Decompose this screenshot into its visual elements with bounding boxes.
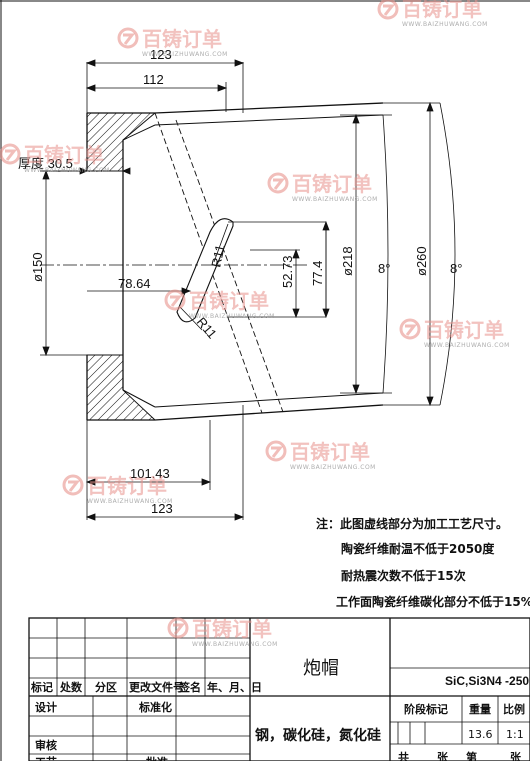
watermark-url: WWW.BAIZHUWANG.COM [292, 196, 378, 203]
tb-design: 设计 [35, 700, 57, 714]
watermark-center: 百铸订单 WWW.BAIZHUWANG.COM [267, 172, 378, 203]
tb-material-name: 钢，碳化硅，氮化硅 [255, 727, 381, 744]
tb-scale: 比例 [503, 702, 525, 716]
tb-sheet-total: 共 [398, 750, 409, 761]
note-line-2: 陶瓷纤维耐温不低于2050度 [341, 541, 495, 556]
tb-review: 审核 [35, 738, 57, 752]
tb-header-mark: 标记 [30, 680, 53, 694]
watermark-url: WWW.BAIZHUWANG.COM [24, 167, 110, 174]
watermark-brand: 百铸订单 [24, 143, 104, 167]
dimension-lines [40, 59, 456, 521]
watermark-url: WWW.BAIZHUWANG.COM [189, 313, 275, 320]
dim-inner-angle: 8° [378, 261, 390, 276]
watermark-url: WWW.BAIZHUWANG.COM [142, 51, 228, 58]
watermarks: 百铸订单 WWW.BAIZHUWANG.COM 百铸订单 WWW.BAIZHUW… [0, 0, 510, 648]
tb-scale-value: 1:1 [506, 728, 524, 741]
dim-left-diameter: ø150 [30, 252, 45, 282]
title-block [28, 617, 530, 761]
watermark-top: 百铸订单 WWW.BAIZHUWANG.COM [377, 0, 488, 28]
tb-standardization: 标准化 [138, 700, 172, 714]
title-block-text: 标记 处数 分区 更改文件号 签名 年、月、日 设计 标准化 审核 工艺 批准 … [30, 658, 530, 761]
watermark-url: WWW.BAIZHUWANG.COM [192, 641, 278, 648]
watermark-brand: 百铸订单 [189, 289, 269, 313]
tb-part-name: 炮帽 [303, 658, 339, 679]
watermark-brand: 百铸订单 [290, 440, 370, 464]
dim-inner-length: 78.64 [118, 276, 151, 291]
note-line-1: 注：此图虚线部分为加工工艺尺寸。 [316, 516, 508, 531]
tb-header-signature: 签名 [178, 680, 201, 694]
tb-weight-value: 13.6 [468, 728, 493, 741]
dim-slot-radius-upper: R11 [208, 243, 227, 269]
watermark-brand: 百铸订单 [192, 617, 272, 641]
watermark-lower: 百铸订单 WWW.BAIZHUWANG.COM [265, 440, 376, 471]
technical-notes: 注：此图虚线部分为加工工艺尺寸。 陶瓷纤维耐温不低于2050度 耐热震次数不低于… [316, 516, 530, 609]
tb-sheet-no: 第 [466, 750, 477, 761]
watermark-url: WWW.BAIZHUWANG.COM [87, 498, 173, 505]
dim-slot-width: 52.73 [280, 255, 295, 288]
tb-process: 工艺 [35, 755, 57, 761]
watermark-url: WWW.BAIZHUWANG.COM [290, 464, 376, 471]
watermark-url: WWW.BAIZHUWANG.COM [424, 342, 510, 349]
watermark-upper: 百铸订单 WWW.BAIZHUWANG.COM [117, 27, 228, 58]
watermark-url: WWW.BAIZHUWANG.COM [402, 21, 488, 28]
dimension-labels: 123 112 厚度 30.5 ø150 78.64 R11 R11 52.73… [18, 47, 462, 516]
note-line-4: 工作面陶瓷纤维碳化部分不低于15% [336, 594, 530, 609]
dim-top-outer-width: 123 [150, 47, 172, 62]
watermark-brand: 百铸订单 [292, 172, 372, 196]
note-line-3: 耐热震次数不低于15次 [341, 568, 466, 583]
watermark-mid: 百铸订单 WWW.BAIZHUWANG.COM [164, 289, 275, 320]
dim-top-inner-width: 112 [143, 72, 164, 87]
dim-bottom-outer-width: 123 [151, 501, 173, 516]
watermark-title-block: 百铸订单 WWW.BAIZHUWANG.COM [167, 617, 278, 648]
part-section [40, 102, 384, 421]
watermark-left: 百铸订单 WWW.BAIZHUWANG.COM [0, 143, 110, 174]
watermark-brand: 百铸订单 [87, 474, 167, 498]
dim-bottom-inner-width: 101.43 [130, 466, 170, 481]
tb-stage-mark: 阶段标记 [404, 702, 448, 716]
watermark-bottom-left: 百铸订单 WWW.BAIZHUWANG.COM [62, 474, 173, 505]
tb-weight: 重量 [469, 702, 491, 716]
tb-material-code: SiC,Si3N4 -2500 [445, 674, 530, 688]
dim-outer-diameter: ø260 [414, 246, 429, 276]
tb-header-date: 年、月、日 [207, 680, 262, 694]
watermark-brand: 百铸订单 [142, 27, 222, 51]
dim-inner-diameter: ø218 [340, 246, 355, 276]
tb-header-count: 处数 [59, 680, 83, 694]
watermark-brand: 百铸订单 [402, 0, 482, 21]
tb-approve: 批准 [146, 755, 168, 761]
watermark-brand: 百铸订单 [424, 318, 504, 342]
tb-sheet-unit2: 张 [510, 750, 522, 761]
dim-slot-length: 77.4 [310, 261, 325, 286]
watermark-right: 百铸订单 WWW.BAIZHUWANG.COM [399, 318, 510, 349]
tb-header-zone: 分区 [95, 680, 117, 694]
tb-header-change-doc: 更改文件号 [129, 680, 184, 694]
tb-sheet-unit: 张 [437, 750, 449, 761]
dim-thickness: 厚度 30.5 [18, 156, 73, 171]
dim-outer-angle: 8° [450, 261, 462, 276]
